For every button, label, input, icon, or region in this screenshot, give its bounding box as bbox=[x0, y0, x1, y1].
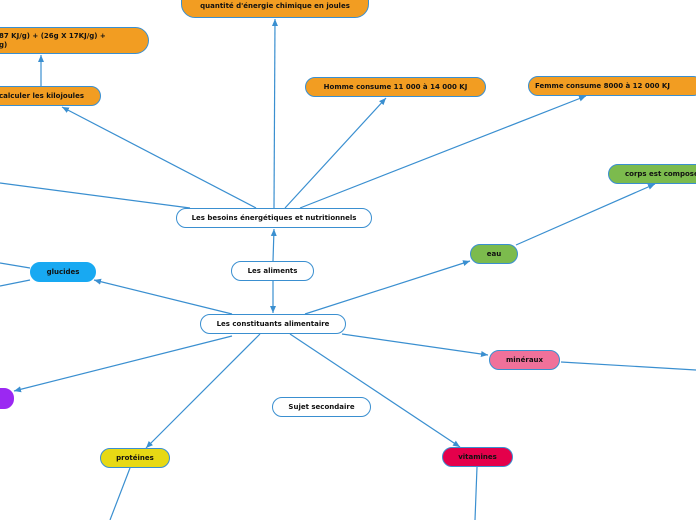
edge-eau-corps bbox=[515, 183, 656, 246]
node-purple-offscreen[interactable] bbox=[0, 388, 14, 409]
node-vitamines-label: vitamines bbox=[458, 452, 497, 461]
node-mineraux-label: minéraux bbox=[505, 355, 544, 364]
edge-constituants-eau bbox=[304, 260, 471, 315]
node-eau-label: eau bbox=[486, 249, 502, 258]
edge-constituants-mineraux bbox=[341, 333, 489, 357]
edge-besoins-calc bbox=[61, 106, 257, 209]
node-constituants[interactable]: Les constituants alimentaire bbox=[200, 314, 346, 334]
edge-constituants-glucides bbox=[93, 278, 233, 315]
node-calculer-kilojoules-label: calculer les kilojoules bbox=[0, 91, 84, 100]
edge-constituants-vitamines bbox=[289, 333, 461, 448]
edge-aliments-besoins bbox=[270, 228, 277, 262]
node-calc-formula[interactable]: 87 KJ/g) + (26g X 17KJ/g) + g) bbox=[0, 27, 149, 54]
node-femme-consume-label: Femme consume 8000 à 12 000 KJ bbox=[535, 81, 670, 90]
node-proteines-label: protéines bbox=[116, 453, 154, 462]
node-femme-consume[interactable]: Femme consume 8000 à 12 000 KJ bbox=[528, 76, 696, 96]
node-energy-joules[interactable]: quantité d'énergie chimique en joules bbox=[181, 0, 369, 18]
edge-mineraux-offscreen bbox=[560, 361, 696, 371]
node-besoins-label: Les besoins énergétiques et nutritionnel… bbox=[191, 213, 357, 222]
node-eau[interactable]: eau bbox=[470, 244, 518, 264]
edge-besoins-top bbox=[271, 18, 278, 209]
edge-constituants-proteines bbox=[145, 333, 261, 449]
node-sujet-secondaire[interactable]: Sujet secondaire bbox=[272, 397, 371, 417]
edge-besoins-homme bbox=[284, 97, 387, 209]
node-calculer-kilojoules[interactable]: calculer les kilojoules bbox=[0, 86, 101, 106]
node-sujet-secondaire-label: Sujet secondaire bbox=[288, 402, 355, 411]
edge-besoins-offscreen bbox=[0, 182, 191, 209]
node-mineraux[interactable]: minéraux bbox=[489, 350, 560, 370]
node-constituants-label: Les constituants alimentaire bbox=[216, 319, 330, 328]
node-aliments-label: Les aliments bbox=[247, 266, 298, 275]
node-glucides[interactable]: glucides bbox=[30, 262, 96, 282]
node-besoins[interactable]: Les besoins énergétiques et nutritionnel… bbox=[176, 208, 372, 228]
node-energy-joules-label: quantité d'énergie chimique en joules bbox=[200, 2, 350, 11]
node-glucides-label: glucides bbox=[46, 267, 80, 276]
node-calc-formula-label: 87 KJ/g) + (26g X 17KJ/g) + g) bbox=[0, 31, 106, 49]
edge-constituants-purple bbox=[13, 335, 233, 393]
edge-glucides-offscreen-a bbox=[0, 262, 31, 269]
node-vitamines[interactable]: vitamines bbox=[442, 447, 513, 467]
node-homme-consume-label: Homme consume 11 000 à 14 000 KJ bbox=[323, 82, 468, 91]
edge-proteines-offscreen bbox=[109, 467, 131, 520]
node-corps-compose[interactable]: corps est composé bbox=[608, 164, 696, 184]
node-aliments[interactable]: Les aliments bbox=[231, 261, 314, 281]
node-homme-consume[interactable]: Homme consume 11 000 à 14 000 KJ bbox=[305, 77, 486, 97]
edge-glucides-offscreen-b bbox=[0, 279, 31, 287]
node-proteines[interactable]: protéines bbox=[100, 448, 170, 468]
edge-besoins-femme bbox=[299, 95, 587, 209]
edge-vitamines-offscreen bbox=[474, 466, 478, 520]
node-corps-compose-label: corps est composé bbox=[625, 169, 696, 178]
